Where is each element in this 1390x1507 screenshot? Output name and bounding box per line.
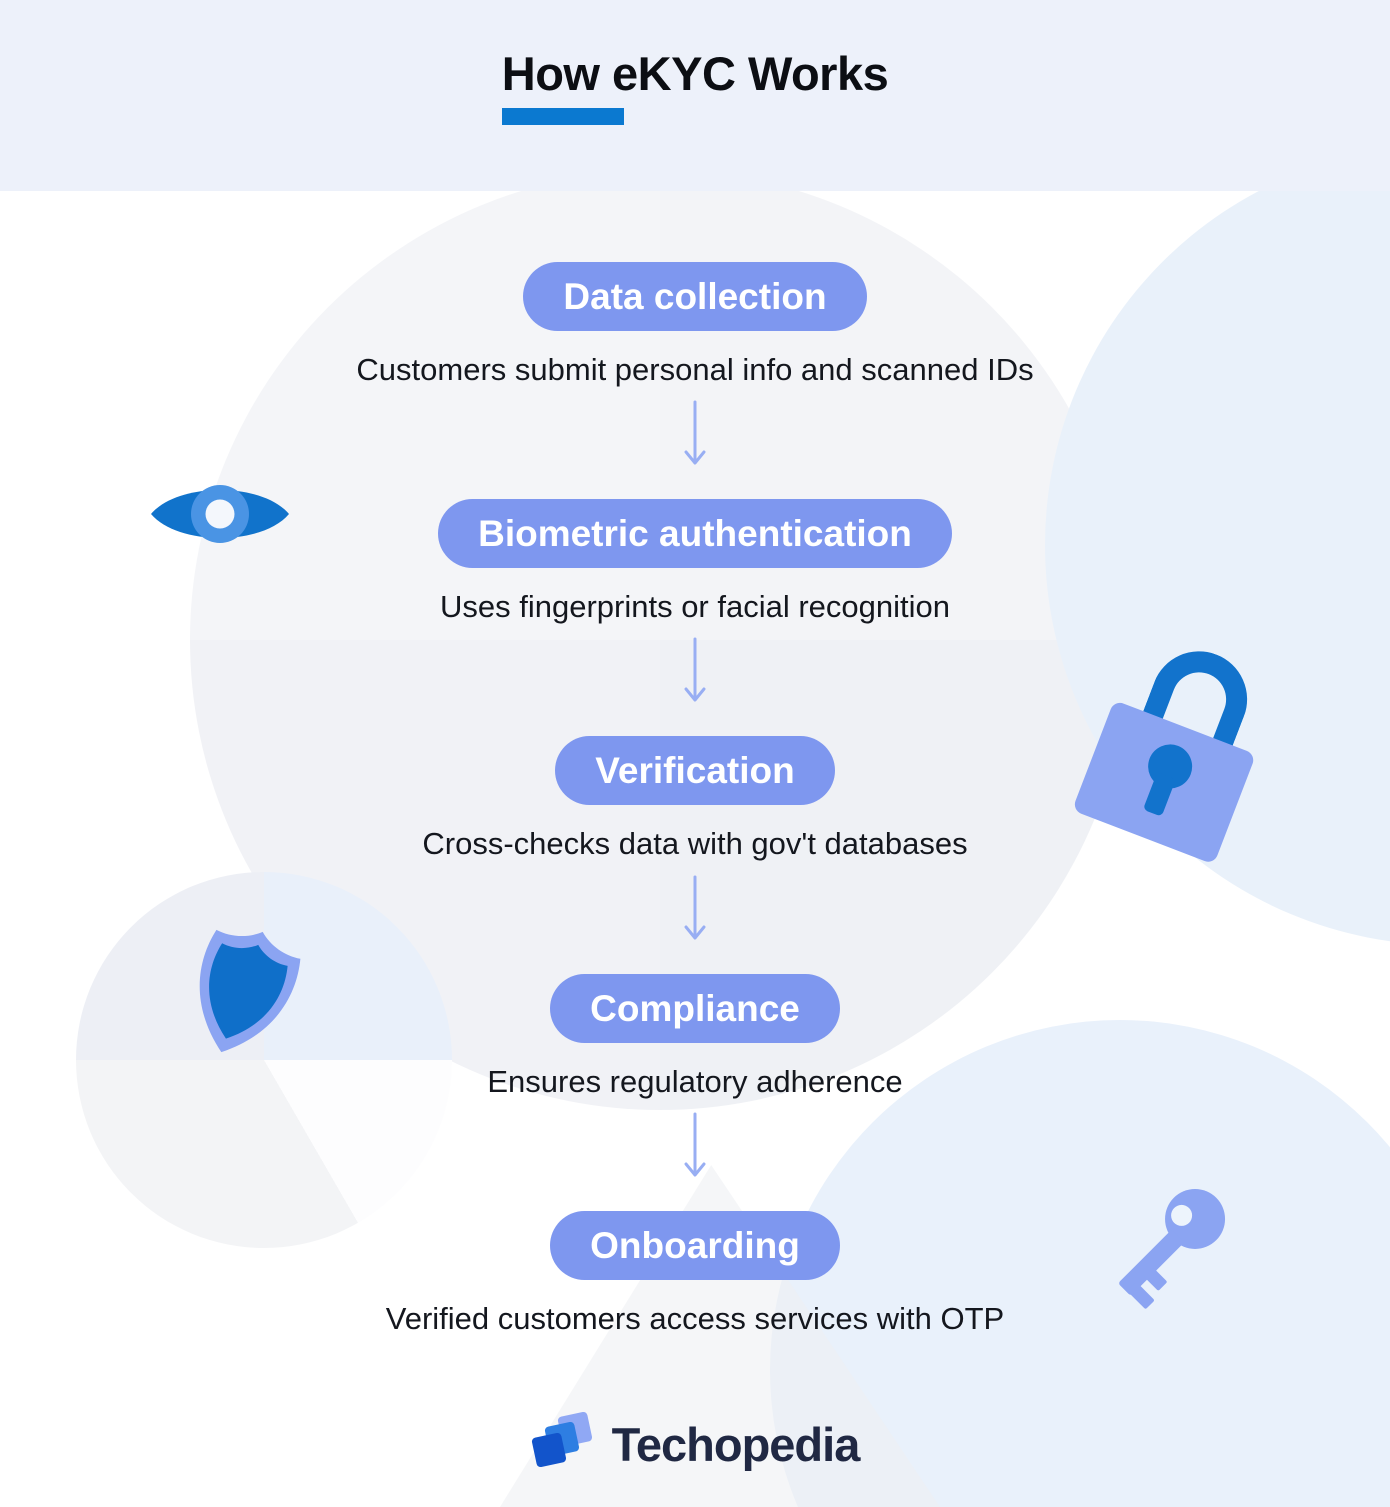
step-compliance: Compliance Ensures regulatory adherence <box>487 973 903 1100</box>
step-pill: Compliance <box>550 973 840 1043</box>
step-pill: Verification <box>555 736 835 806</box>
brand-name: Techopedia <box>611 1417 861 1471</box>
step-label: Verification <box>595 750 795 792</box>
step-description: Verified customers access services with … <box>385 1300 1005 1336</box>
down-arrow-icon <box>681 1112 709 1184</box>
step-data-collection: Data collection Customers submit persona… <box>356 262 1034 388</box>
key-icon <box>1096 1168 1246 1318</box>
flow-diagram: Data collection Customers submit persona… <box>0 191 1390 1478</box>
down-arrow-icon <box>681 400 709 472</box>
step-onboarding: Onboarding Verified customers access ser… <box>385 1210 1005 1337</box>
header-band: How eKYC Works <box>0 0 1390 191</box>
step-pill: Onboarding <box>550 1210 840 1280</box>
title-wrap: How eKYC Works <box>501 46 889 126</box>
down-arrow-icon <box>681 875 709 947</box>
page-title: How eKYC Works <box>501 47 889 100</box>
techopedia-logo-icon <box>531 1411 595 1478</box>
step-description: Customers submit personal info and scann… <box>356 352 1034 387</box>
step-description: Ensures regulatory adherence <box>487 1063 903 1099</box>
down-arrow-icon <box>681 637 709 709</box>
step-label: Data collection <box>563 276 827 317</box>
step-label: Compliance <box>590 987 800 1029</box>
step-verification: Verification Cross-checks data with gov'… <box>422 736 968 862</box>
step-description: Uses fingerprints or facial recognition <box>439 589 951 625</box>
step-label: Biometric authentication <box>478 513 912 555</box>
title-underline <box>501 108 624 126</box>
step-biometric-authentication: Biometric authentication Uses fingerprin… <box>438 499 952 625</box>
step-pill: Data collection <box>523 262 867 331</box>
eye-icon <box>150 478 290 550</box>
footer-brand: Techopedia <box>531 1411 860 1478</box>
shield-icon <box>164 910 320 1074</box>
step-description: Cross-checks data with gov't databases <box>422 826 968 862</box>
step-pill: Biometric authentication <box>438 499 952 569</box>
step-label: Onboarding <box>590 1224 800 1266</box>
